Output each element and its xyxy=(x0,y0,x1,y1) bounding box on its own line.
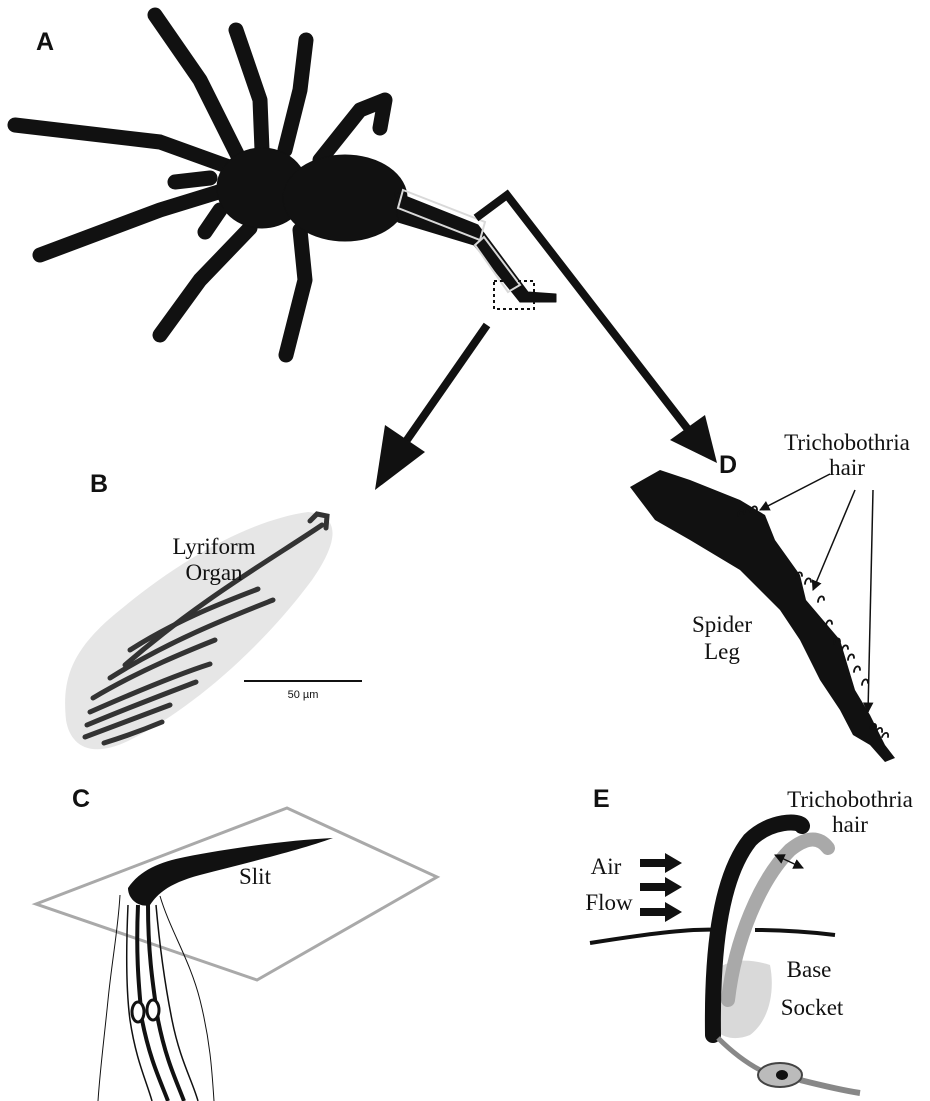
hair-icon xyxy=(826,620,832,626)
scale-bar-label: 50 µm xyxy=(288,689,319,701)
sensory-dendrite xyxy=(718,1038,760,1070)
slit-label: Slit xyxy=(239,864,272,889)
spider-abdomen xyxy=(283,155,407,241)
neuron-cell-body xyxy=(132,1002,144,1022)
trichobothria-label-line2: hair xyxy=(829,455,865,480)
hair-icon xyxy=(818,596,824,602)
trichobothria-e-label-line1: Trichobothria xyxy=(787,787,913,812)
spider-leg xyxy=(236,30,262,150)
panel-b: B Lyriform Organ 50 µm xyxy=(65,470,362,749)
air-flow-label-line1: Air xyxy=(591,854,622,879)
hair-icon xyxy=(882,733,888,737)
trichobothria-label-line1: Trichobothria xyxy=(784,430,910,455)
arrow-to-lyriform xyxy=(400,325,487,450)
cuticle-surface-line xyxy=(755,930,835,935)
connector-arrows xyxy=(375,195,717,490)
hair-icon xyxy=(862,679,868,685)
air-flow-label-line2: Flow xyxy=(585,890,633,915)
sensory-axon xyxy=(800,1080,860,1093)
spider-leg xyxy=(160,228,250,335)
spider-leg xyxy=(285,40,306,150)
cuticle-plate xyxy=(36,808,437,980)
panel-d: D Trichobothria hair Spider Leg xyxy=(630,430,910,762)
spider-silhouette xyxy=(15,15,556,355)
spider-leg xyxy=(15,125,232,168)
lyriform-organ-label-line2: Organ xyxy=(185,560,243,585)
spider-leg-closeup xyxy=(630,470,895,762)
cuticle-surface-line xyxy=(590,930,720,943)
arrow-head-to-lyriform xyxy=(375,425,425,490)
trichobothria-e-label-line2: hair xyxy=(832,812,868,837)
neuron-nucleus xyxy=(776,1070,788,1080)
panel-b-letter: B xyxy=(90,470,108,498)
spider-leg xyxy=(175,178,210,182)
arrow-head-to-leg xyxy=(670,415,717,463)
base-socket-label-line2: Socket xyxy=(781,995,844,1020)
spider-leg-label-line1: Spider xyxy=(692,612,752,637)
hair-icon xyxy=(848,654,854,660)
hair-icon xyxy=(805,578,811,584)
panel-c-letter: C xyxy=(72,785,90,813)
panel-a-letter: A xyxy=(36,28,54,56)
hair-icon xyxy=(854,666,860,672)
slit-shape xyxy=(128,838,333,906)
spider-leg xyxy=(286,230,305,355)
spider-leg xyxy=(40,190,225,255)
neuron-cell-body xyxy=(147,1000,159,1020)
panel-e-letter: E xyxy=(593,785,610,813)
panel-d-letter: D xyxy=(719,451,737,479)
air-flow-arrows xyxy=(640,853,682,922)
air-flow-arrow-icon xyxy=(640,853,682,873)
air-flow-arrow-icon xyxy=(640,877,682,897)
spider-leg xyxy=(205,210,220,232)
arrow-to-leg xyxy=(476,195,690,432)
panel-e: E Trichobothria hair Air Flow Base Socke… xyxy=(585,785,912,1093)
spider-leg-label-line2: Leg xyxy=(704,639,740,664)
dendrite-bundle xyxy=(98,895,214,1101)
panel-c: C Slit xyxy=(36,785,437,1101)
lyriform-organ-label-line1: Lyriform xyxy=(172,534,255,559)
hair-icon xyxy=(876,728,882,732)
panel-a: A xyxy=(15,15,556,355)
base-socket-label-line1: Base xyxy=(787,957,832,982)
spider-leg xyxy=(320,100,385,160)
air-flow-arrow-icon xyxy=(640,902,682,922)
hair-icon xyxy=(842,645,848,651)
